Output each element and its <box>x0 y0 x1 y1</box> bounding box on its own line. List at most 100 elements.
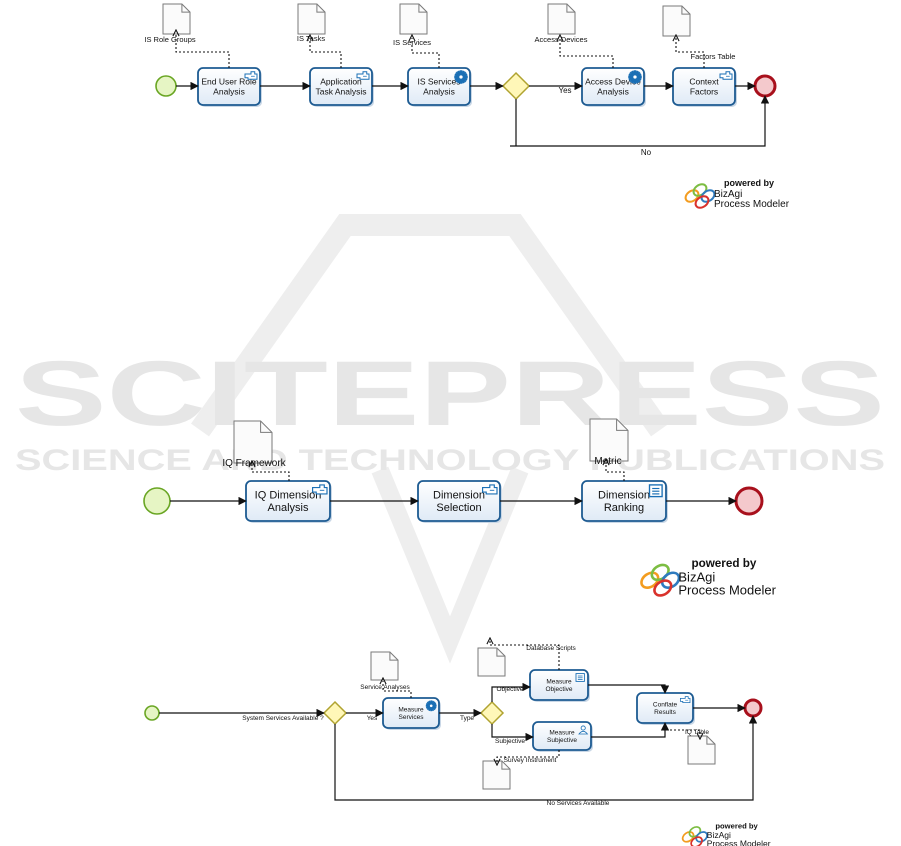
task-label: Task Analysis <box>315 86 366 96</box>
d1-yes-label: Yes <box>558 86 571 95</box>
gear-icon <box>454 70 468 84</box>
d1-end-event[interactable] <box>753 74 777 98</box>
d2-doc-iq-framework <box>233 420 273 464</box>
process-modeler-text: Process Modeler <box>678 583 776 598</box>
task-label: End User Role <box>201 77 257 87</box>
task-label: Access Device <box>585 77 641 87</box>
task-label: Subjective <box>547 737 577 744</box>
bizagi-brand-text: BizAgi <box>714 189 742 200</box>
d3-subjective-label: Subjective <box>495 738 525 745</box>
d1-assoc-0 <box>176 33 230 68</box>
d3-objective-label: Objective <box>496 686 523 693</box>
gear-icon <box>425 700 437 712</box>
d3-gateway-services[interactable] <box>322 700 348 726</box>
d1-factors-table-label: Factors Table <box>691 52 736 61</box>
d1-start-event[interactable] <box>155 75 177 97</box>
d3-flow-subj-conflate <box>591 722 670 738</box>
d3-service-analyses-label: Service Analyses <box>360 684 410 691</box>
d3-flow-no-services <box>334 715 758 801</box>
hand-icon <box>719 71 733 80</box>
task-label: Analysis <box>213 86 245 96</box>
hand-icon <box>356 71 370 80</box>
d2-iq-framework-label: IQ Framework <box>222 458 286 469</box>
d1-access-devices-label: Access Devices <box>535 35 588 44</box>
task-label: Dimension <box>598 490 650 502</box>
task-label: Measure <box>546 679 572 686</box>
watermark-sub-text: SCIENCE AND TECHNOLOGY PUBLICATIONS <box>15 444 885 477</box>
d1-flow-no <box>510 95 770 147</box>
task-label: IS Services <box>418 77 461 87</box>
d1-assoc-1 <box>310 38 342 68</box>
d3-doc-database-scripts <box>477 647 506 677</box>
d1-access-devices-label: Access Devices <box>535 35 588 44</box>
d3-type-label: Type <box>460 715 474 722</box>
d2-start-event[interactable] <box>143 487 171 515</box>
task-label: Context <box>689 77 719 87</box>
d3-gateway-type[interactable] <box>479 700 505 726</box>
d2-doc-metric <box>589 418 629 462</box>
d3-service-analyses-label: Service Analyses <box>360 684 410 691</box>
hand-icon <box>244 71 258 80</box>
d1-is-services-label: IS Services <box>393 38 431 47</box>
process-modeler-text: Process Modeler <box>707 838 771 846</box>
task-label: Measure <box>549 730 575 737</box>
d3-no-services-label: No Services Available <box>547 800 610 807</box>
task-label: Analysis <box>268 502 309 514</box>
d1-yes-label: Yes <box>558 86 571 95</box>
powered-by-text: powered by <box>715 821 758 830</box>
d3-no-services-label: No Services Available <box>547 800 610 807</box>
d2-metric-label: Metric <box>594 456 621 467</box>
d1-factors-table-label: Factors Table <box>691 52 736 61</box>
d3-iq-table-label: IQ Table <box>685 729 709 736</box>
d3-start-event[interactable] <box>144 705 160 721</box>
powered-by-text: powered by <box>691 557 756 570</box>
d2-assoc-0 <box>252 464 290 481</box>
d3-doc-service-analyses <box>370 651 399 681</box>
d1-is-role-groups-label: IS Role Groups <box>144 35 196 44</box>
task-label: Analysis <box>423 86 455 96</box>
task-label: Ranking <box>604 502 644 514</box>
d1-no-label: No <box>641 148 652 157</box>
hand-icon <box>312 484 328 495</box>
d3-doc-iq-table <box>687 735 716 765</box>
task-label: Services <box>399 714 425 721</box>
d1-doc-1 <box>297 3 326 35</box>
d1-doc-3 <box>547 3 576 35</box>
d3-end-event[interactable] <box>743 698 763 718</box>
d3-yes-label: Yes <box>367 715 378 722</box>
task-label: IQ Dimension <box>255 490 322 502</box>
d3-database-scripts-label: Database Scripts <box>526 645 576 652</box>
task-label: Analysis <box>597 86 629 96</box>
task-label: Conflate <box>653 702 678 709</box>
d1-gateway[interactable] <box>501 71 531 101</box>
d3-survey-instrument-label: Survey Instrument <box>504 757 557 764</box>
d3-yes-label: Yes <box>367 715 378 722</box>
powered-by-text: powered by <box>724 178 774 188</box>
d3-system-services-label: System Services Available ? <box>242 715 324 722</box>
task-label: Application <box>320 77 362 87</box>
d3-assoc-2 <box>497 750 560 762</box>
script-icon <box>648 484 663 498</box>
d3-assoc-1 <box>490 641 560 670</box>
d1-is-services-label: IS Services <box>393 38 431 47</box>
d3-flow-objective <box>491 682 531 702</box>
d1-is-tasks-label: IS Tasks <box>297 34 325 43</box>
d2-end-event[interactable] <box>734 486 764 516</box>
gear-icon <box>628 70 642 84</box>
d1-is-role-groups-label: IS Role Groups <box>144 35 196 44</box>
